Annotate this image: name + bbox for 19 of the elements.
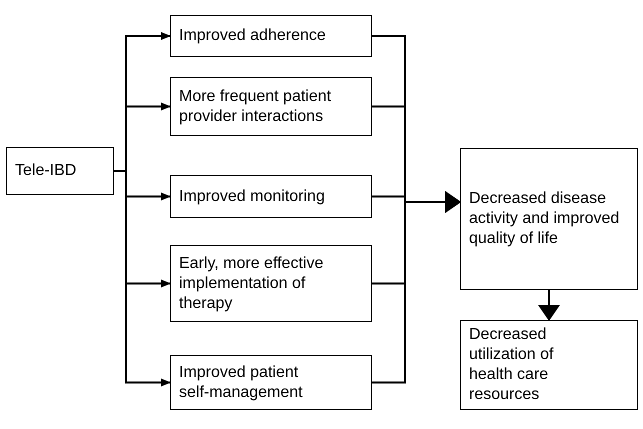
arrow [114,170,171,386]
box-text: Decreased disease activity and improved quality of life [469,189,620,249]
arrow [372,191,461,384]
process-box [170,15,372,57]
box-text: Improved patient self-management [179,362,304,402]
process-box [460,320,638,410]
process-box [460,148,638,290]
process-box [170,175,372,218]
box-text: Decreased utilization of health care resources [469,325,554,405]
process-box [170,245,372,322]
box-text: Improved monitoring [179,186,325,206]
box-text: Improved adherence [179,26,326,46]
box-text: Early, more effective implementation of therapy [179,254,324,314]
process-box [170,77,372,136]
process-box [170,355,372,410]
process-box [6,147,114,195]
arrow [538,290,560,321]
box-text: Tele-IBD [15,161,76,181]
box-text: More frequent patient provider interactions [179,86,332,126]
